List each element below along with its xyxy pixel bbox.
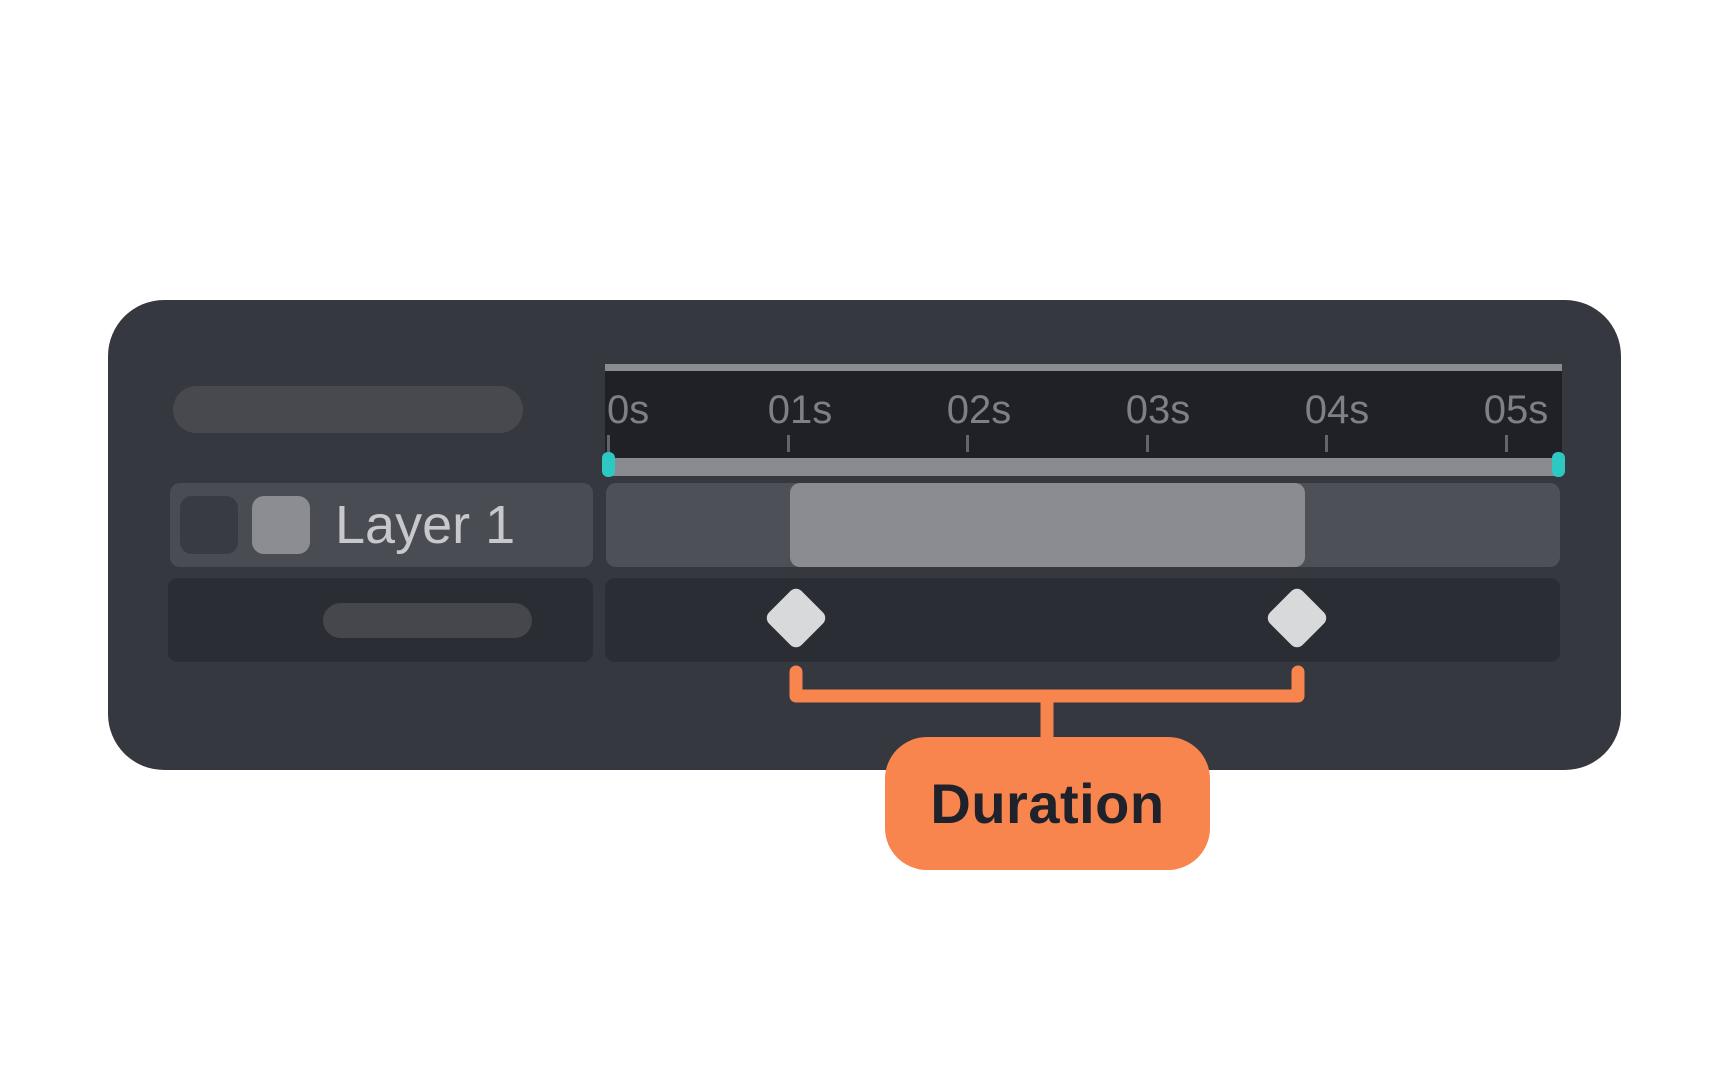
keyframe-row-header [168,578,593,662]
tick-mark-04s [1325,435,1328,452]
timeline-panel: 0s 01s 02s 03s 04s 05s Layer 1 [108,300,1621,770]
scrubber-bar[interactable] [605,458,1562,476]
ruler-top-border [605,364,1562,371]
tick-mark-0s [607,435,610,452]
duration-callout: Duration [885,737,1210,870]
time-label-0s: 0s [607,388,650,432]
time-label-02s: 02s [946,388,1012,432]
tick-mark-02s [966,435,969,452]
layer-toggle-box-icon[interactable] [180,496,238,554]
keyframe-track[interactable] [605,578,1560,662]
keyframe-diamond-icon[interactable] [1264,585,1330,651]
trim-handle-right[interactable] [1552,452,1565,477]
layer-clip-segment[interactable] [790,483,1305,567]
time-label-03s: 03s [1125,388,1191,432]
trim-handle-left[interactable] [602,452,615,477]
time-label-04s: 04s [1304,388,1370,432]
time-label-05s: 05s [1483,388,1549,432]
toolbar-placeholder-pill [173,386,523,433]
tick-mark-03s [1146,435,1149,452]
keyframe-header-placeholder-pill [323,603,532,638]
layer-name-label: Layer 1 [335,495,516,555]
tick-mark-05s [1505,435,1508,452]
tick-mark-01s [787,435,790,452]
time-label-01s: 01s [767,388,833,432]
layer-track[interactable] [606,483,1560,567]
time-ruler[interactable]: 0s 01s 02s 03s 04s 05s [602,364,1565,477]
layer-color-swatch-icon[interactable] [252,496,310,554]
ruler-background [605,371,1562,458]
layer-row-header[interactable]: Layer 1 [170,483,593,567]
keyframe-diamond-icon[interactable] [763,585,829,651]
